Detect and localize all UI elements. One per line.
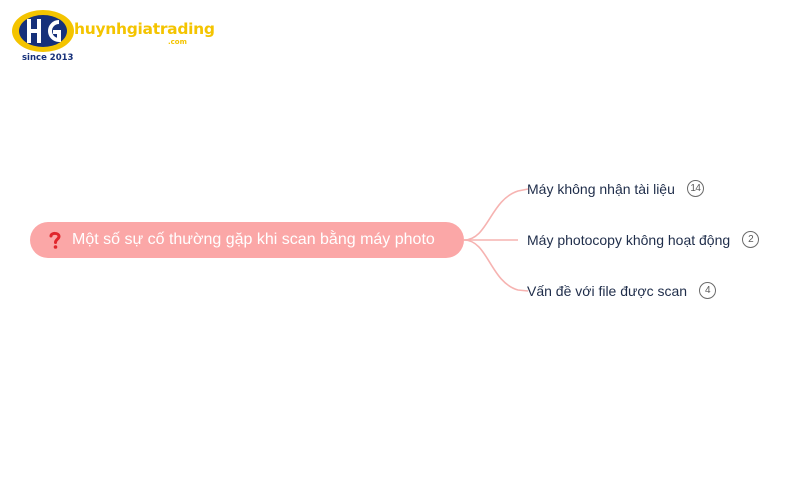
mindmap-root-node[interactable]: Một số sự cố thường gặp khi scan bằng má… [30, 222, 464, 258]
branch-count-badge: 14 [686, 180, 704, 197]
branch-label: Vấn đề với file được scan [527, 282, 688, 299]
question-mark-icon [49, 231, 61, 249]
mindmap-root-label: Một số sự cố thường gặp khi scan bằng má… [72, 231, 435, 248]
branch-label: Máy không nhận tài liệu [527, 180, 675, 197]
brand-logo: huynhgiatrading .com since 2013 [10, 8, 215, 66]
branch-count-badge: 4 [699, 282, 717, 299]
logo-since-text: since 2013 [22, 53, 74, 63]
connector-branch-3 [463, 239, 529, 292]
mindmap-branch-node[interactable]: Máy không nhận tài liệu 14 [527, 180, 704, 197]
mindmap-branch-node[interactable]: Máy photocopy không hoạt động 2 [527, 231, 760, 248]
branch-count-badge: 2 [742, 231, 760, 248]
logo-emblem-icon [12, 10, 74, 52]
logo-brand-text: huynhgiatrading [74, 20, 215, 38]
logo-domain-text: .com [168, 38, 187, 46]
connector-branch-1 [463, 188, 529, 241]
mindmap-branch-node[interactable]: Vấn đề với file được scan 4 [527, 282, 717, 299]
branch-label: Máy photocopy không hoạt động [527, 231, 731, 248]
